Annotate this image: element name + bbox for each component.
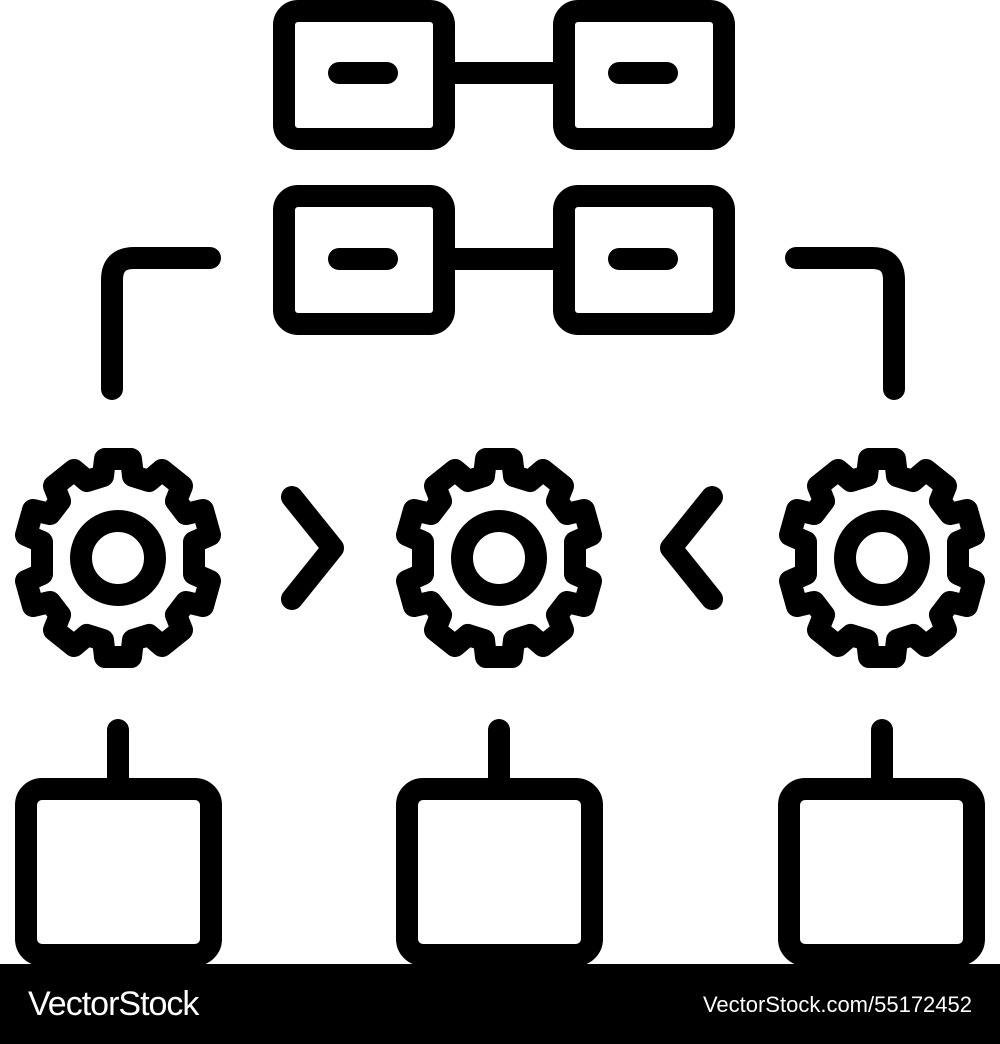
bracket-left-icon bbox=[101, 247, 221, 400]
workflow-diagram-illustration bbox=[0, 0, 1000, 964]
gear-right-hub bbox=[834, 510, 930, 606]
box-icon-center bbox=[396, 778, 603, 964]
chevron-left-icon bbox=[660, 486, 723, 610]
watermark-footer: VectorStock VectorStock.com/55172452 bbox=[0, 964, 1000, 1044]
box-icon-right bbox=[778, 778, 985, 964]
gear-icon-center bbox=[407, 459, 591, 657]
gear-left-hub bbox=[70, 510, 166, 606]
brand-logo: VectorStock bbox=[28, 985, 199, 1023]
gear-icon-left bbox=[26, 459, 210, 657]
linked-blocks-middle bbox=[273, 185, 735, 335]
box-icon-left bbox=[15, 778, 222, 964]
gear-icon-right bbox=[790, 459, 974, 657]
image-id-label: VectorStock.com/55172452 bbox=[702, 992, 972, 1017]
chevron-right-icon bbox=[281, 486, 344, 610]
bracket-right-icon bbox=[785, 247, 905, 400]
linked-blocks-top bbox=[273, 0, 735, 150]
gear-center-hub bbox=[451, 510, 547, 606]
